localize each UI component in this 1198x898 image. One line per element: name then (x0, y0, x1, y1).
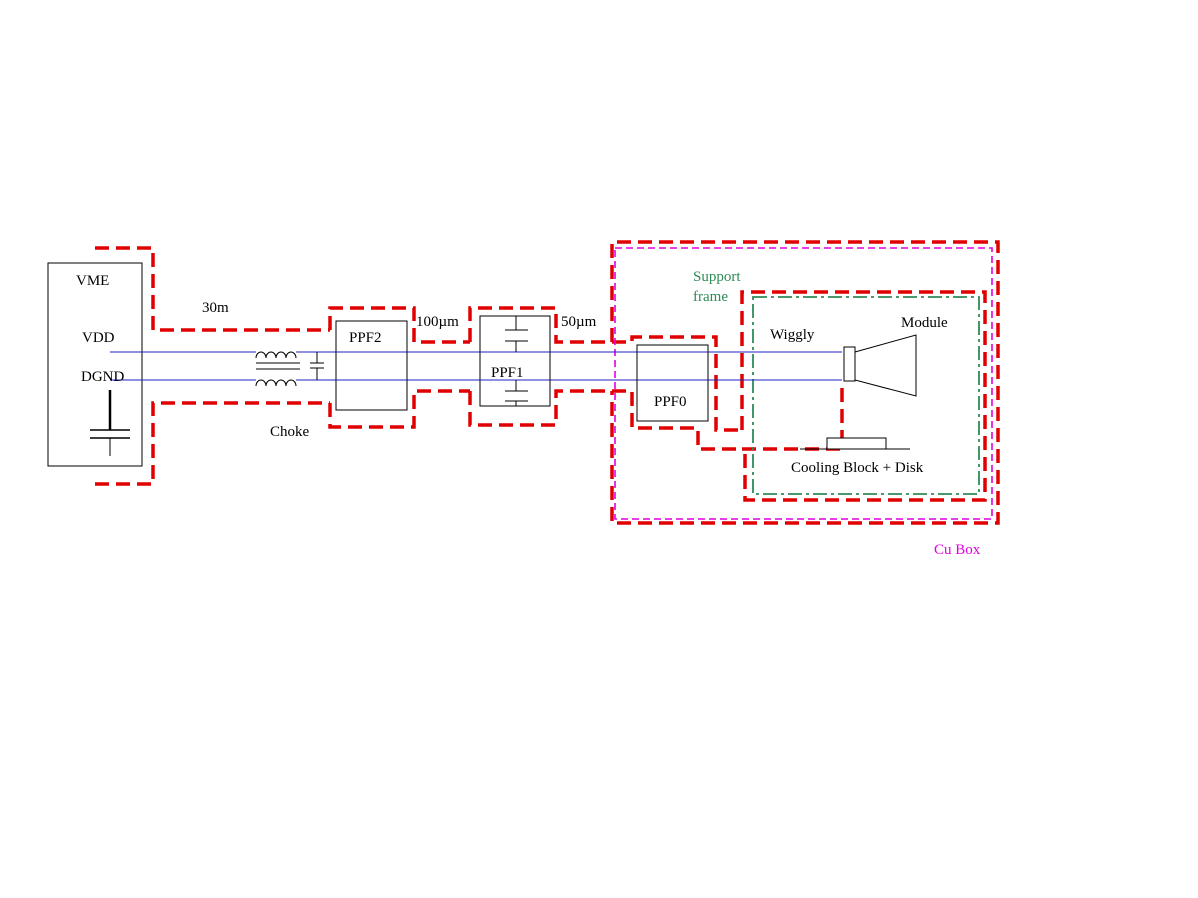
ppf0-box (636, 344, 709, 422)
shield-outline (95, 240, 1000, 525)
wiggly-label: Wiggly (770, 327, 815, 343)
ppf0-label: PPF0 (654, 394, 687, 410)
choke-inductor (255, 346, 324, 387)
cable-length-label: 30m (202, 300, 229, 316)
support-frame-label-2: frame (693, 289, 728, 305)
module-label: Module (901, 315, 948, 331)
ppf2-box (335, 320, 408, 411)
support-frame-label-1: Support (693, 269, 741, 285)
signal-wires (110, 351, 842, 381)
cu-box-label: Cu Box (934, 542, 981, 558)
cu-box-outline (614, 247, 993, 520)
gap-100um-label: 100µm (416, 314, 459, 330)
module-shape (843, 334, 917, 397)
gap-50um-label: 50µm (561, 314, 597, 330)
cooling-block (800, 437, 910, 450)
cooling-block-label: Cooling Block + Disk (791, 460, 924, 476)
support-frame-outline (752, 296, 980, 495)
vme-label: VME (76, 273, 109, 289)
vme-crate (47, 262, 143, 467)
ppf2-label: PPF2 (349, 330, 382, 346)
ppf1-label: PPF1 (491, 365, 524, 381)
dgnd-label: DGND (81, 369, 124, 385)
vdd-label: VDD (82, 330, 115, 346)
ppf1-box (479, 315, 551, 407)
choke-label: Choke (270, 424, 310, 440)
